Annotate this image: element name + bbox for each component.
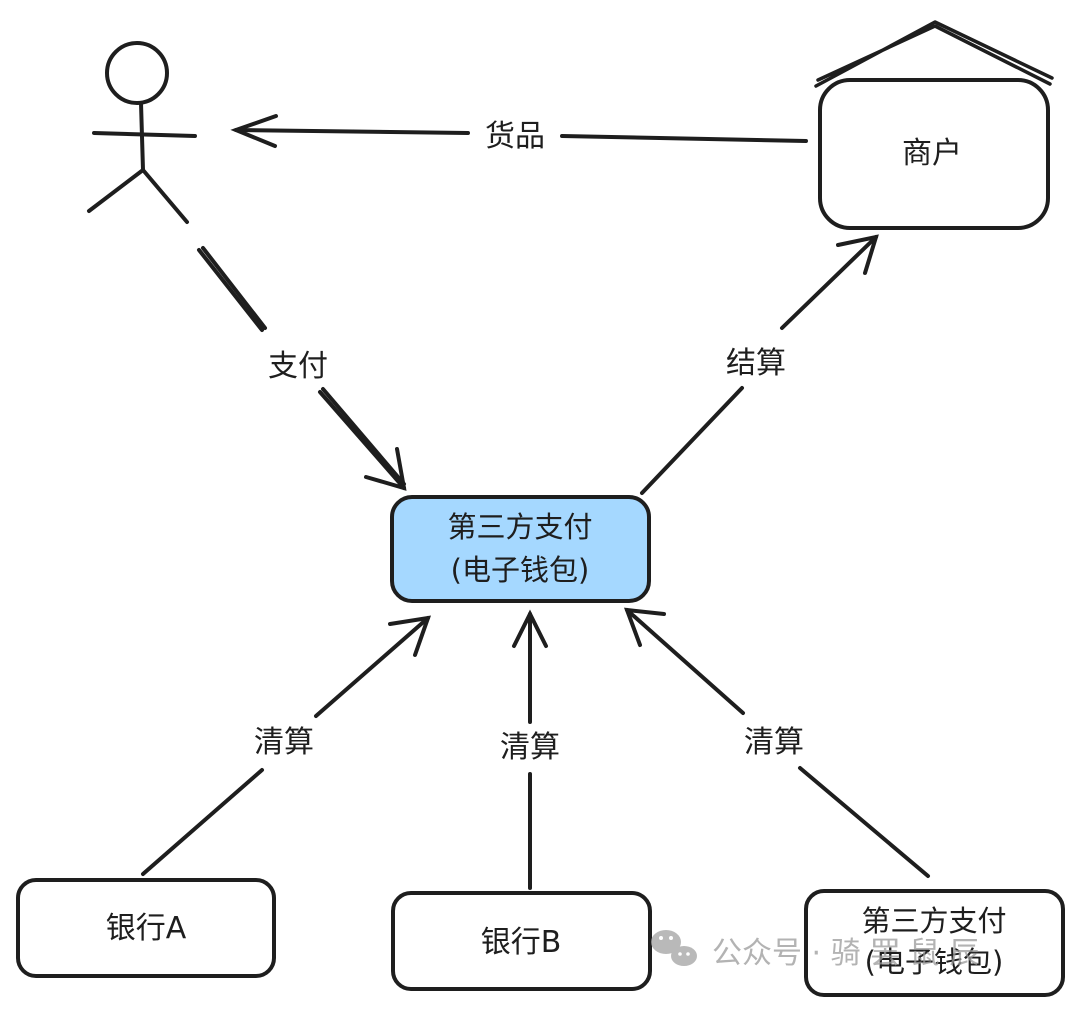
edge-goods (230, 114, 808, 148)
user-stick-figure (87, 41, 197, 224)
merchant-node: 商户 (814, 20, 1054, 230)
third-party-center-box (390, 495, 651, 603)
user-left-leg (87, 168, 145, 213)
goods-arrowhead (230, 114, 278, 148)
user-right-leg (141, 168, 189, 224)
bank-a-box (16, 878, 276, 978)
third-party-bottom-line1: 第三方支付 (861, 904, 1006, 938)
edge-clear-b (512, 609, 548, 890)
edge-settle (640, 234, 879, 495)
edge-clear-a (141, 615, 431, 876)
clear-c-arrowhead (623, 607, 666, 647)
merchant-box (818, 78, 1050, 230)
bank-b-label: 银行B (481, 925, 562, 960)
edge-goods-label: 货品 (485, 119, 545, 154)
bank-b-node: 银行B (391, 891, 652, 991)
third-party-center-line1: 第三方支付 (447, 510, 592, 544)
bank-a-node: 银行A (16, 878, 276, 978)
third-party-center-line2: (电子钱包) (451, 553, 590, 587)
edge-clear-c (623, 607, 930, 878)
clear-a-arrowhead (388, 615, 431, 657)
bank-b-box (391, 891, 652, 991)
user-arms (92, 131, 197, 138)
bank-a-label: 银行A (106, 911, 187, 946)
merchant-roof (814, 20, 1054, 88)
edge-pay (197, 246, 407, 491)
edge-pay-label: 支付 (268, 349, 328, 384)
third-party-bottom-line2: (电子钱包) (865, 945, 1004, 979)
edge-settle-label: 结算 (726, 346, 786, 381)
pay-arrowhead (364, 447, 407, 491)
clear-b-arrowhead (512, 609, 548, 648)
merchant-label: 商户 (902, 136, 962, 171)
edge-clear-b-label: 清算 (500, 730, 560, 765)
edge-clear-c-label: 清算 (744, 725, 804, 760)
wechat-icon (651, 930, 697, 966)
edge-clear-a-label: 清算 (254, 725, 314, 760)
third-party-bottom-node: 第三方支付 (电子钱包) (804, 889, 1065, 997)
user-head (105, 41, 169, 105)
watermark-text: 公众号 · 骑 罢 鼠 辰 (712, 936, 979, 971)
user-body (139, 101, 145, 172)
watermark: 公众号 · 骑 罢 鼠 辰 (651, 930, 979, 971)
third-party-bottom-box (804, 889, 1065, 997)
third-party-center-node: 第三方支付 (电子钱包) (390, 495, 651, 603)
settle-arrowhead (836, 234, 879, 275)
